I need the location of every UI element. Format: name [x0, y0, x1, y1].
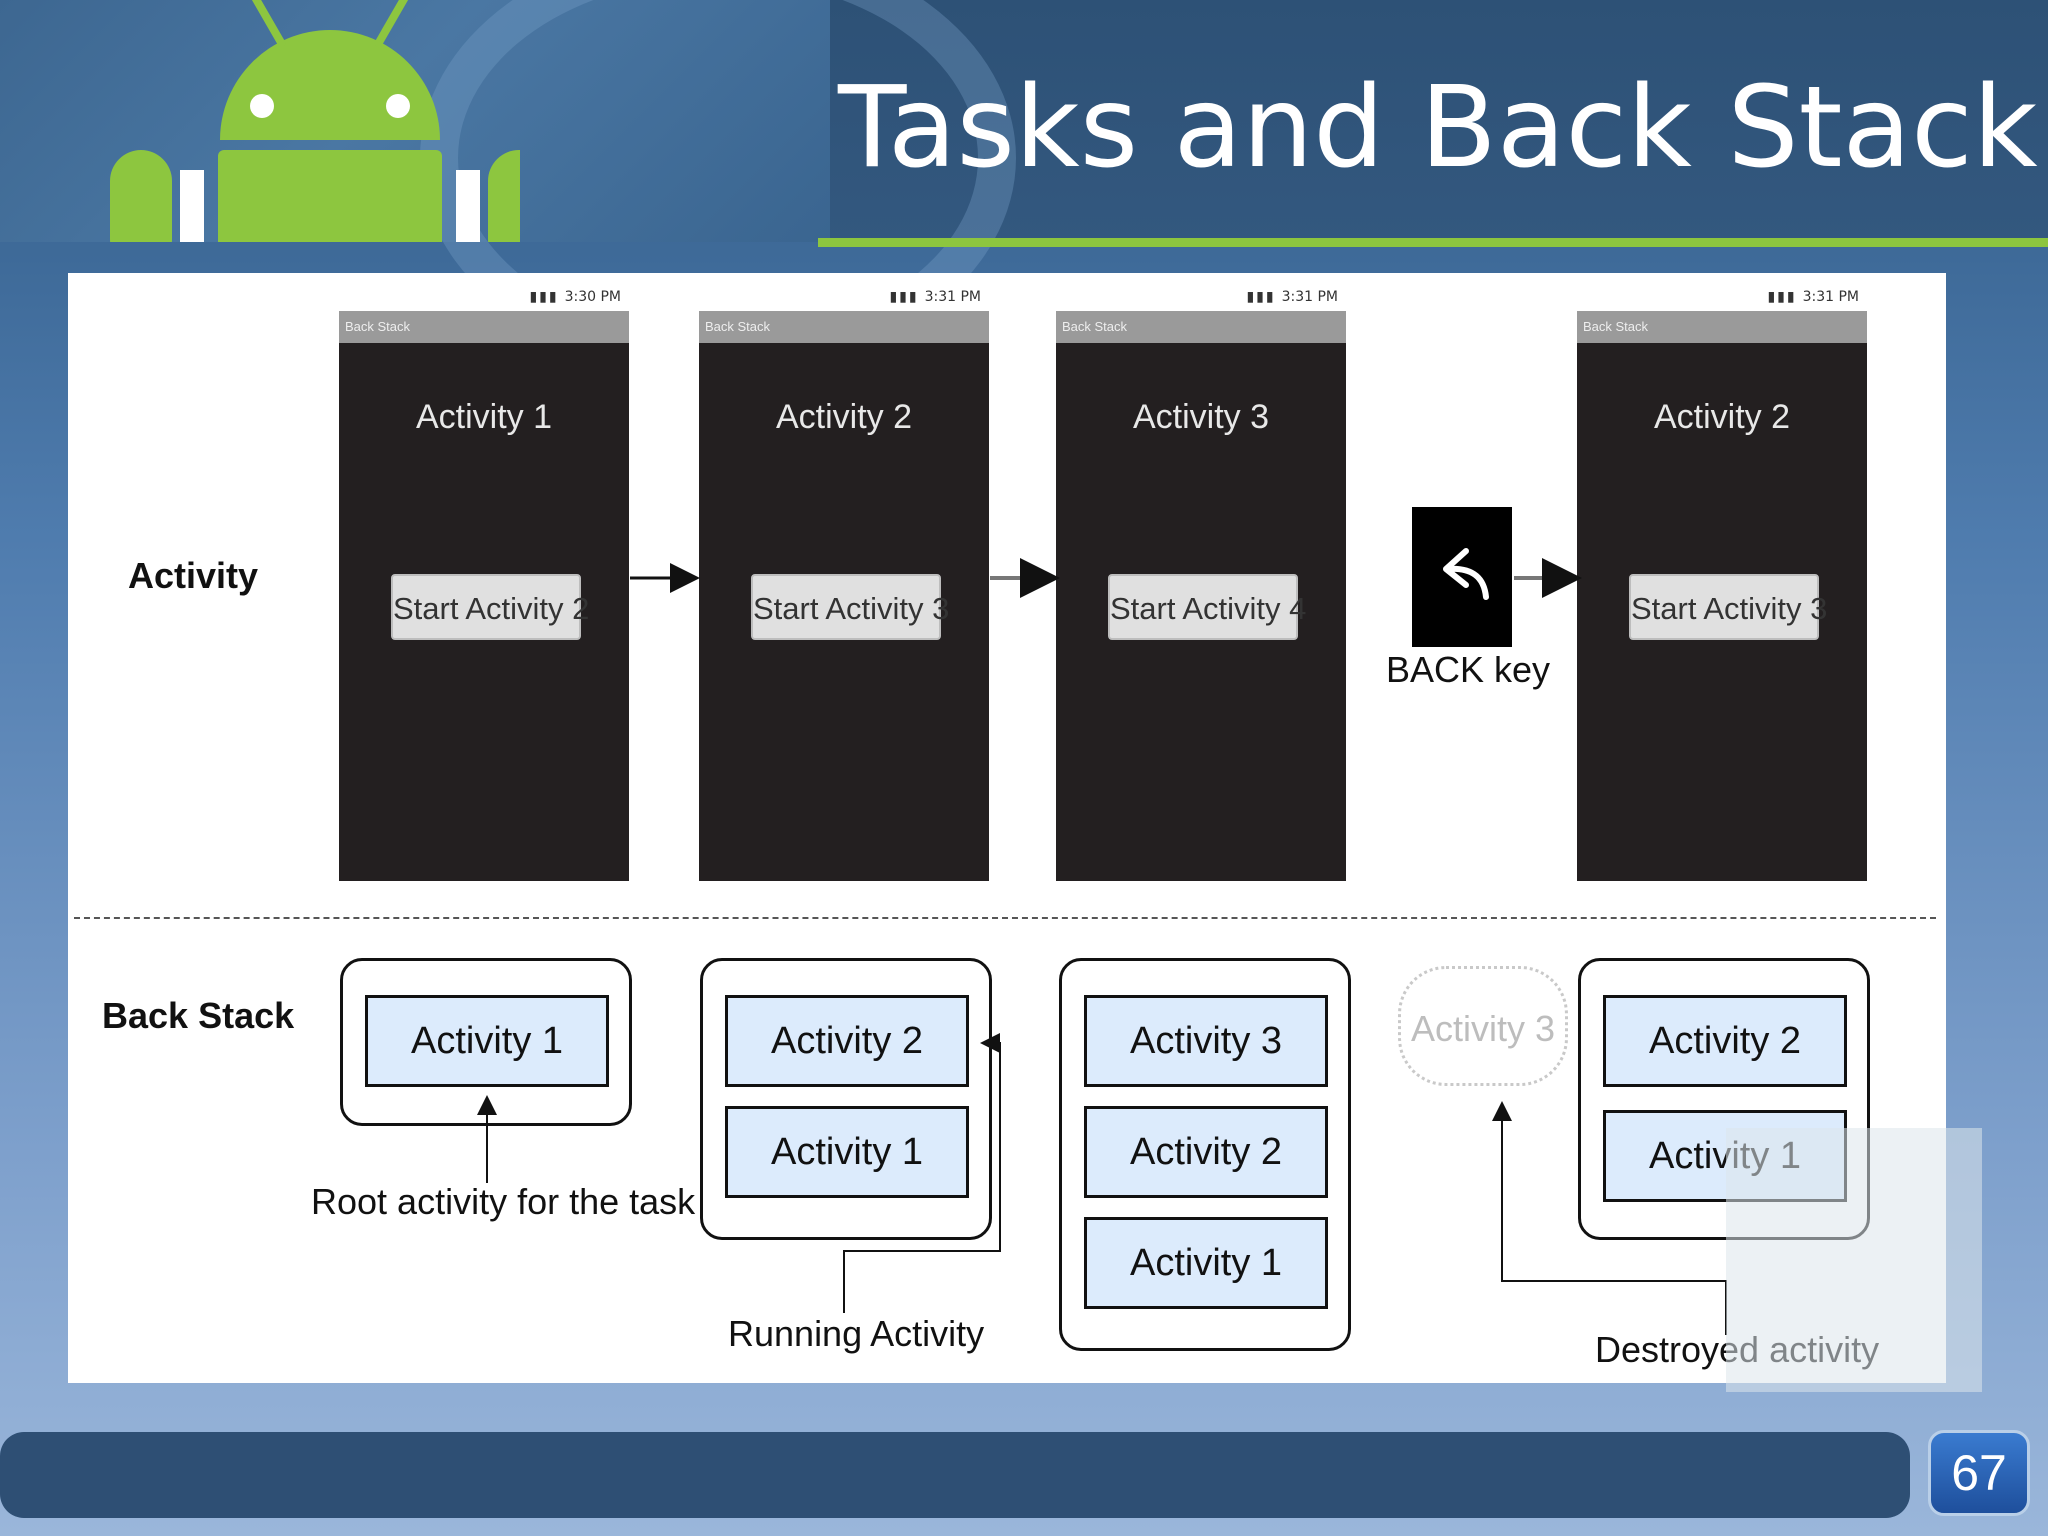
phone-screen-4: ▮▮▮ 3:31 PM Back Stack Activity 2 Start A…	[1577, 283, 1867, 881]
app-title-bar: Back Stack	[339, 311, 629, 343]
status-time: 3:31 PM	[1802, 289, 1859, 305]
start-activity-button[interactable]: Start Activity 3	[751, 574, 949, 640]
title-underline	[818, 238, 2048, 247]
activity-title: Activity 3	[1132, 398, 1270, 436]
status-bar: ▮▮▮ 3:30 PM	[339, 283, 629, 311]
status-icons-icon: ▮▮▮	[1767, 289, 1797, 305]
phone-screen-3: ▮▮▮ 3:31 PM Back Stack Activity 3 Start A…	[1056, 283, 1346, 881]
connector-layer	[477, 558, 1727, 1335]
status-time: 3:31 PM	[1281, 289, 1338, 305]
app-title-bar: Back Stack	[1056, 311, 1346, 343]
background-decoration	[1726, 1128, 1982, 1392]
phone-screen-2: ▮▮▮ 3:31 PM Back Stack Activity 2 Start A…	[699, 283, 989, 881]
destroyed-pointer-arrow-icon	[1492, 1101, 1727, 1335]
slide-title: Tasks and Back Stack	[838, 63, 2038, 193]
destroyed-activity-cloud: Activity 3	[1398, 966, 1568, 1086]
running-pointer-arrow-icon	[843, 1033, 1001, 1313]
activity-title: Activity 1	[415, 398, 553, 436]
stack-item: Activity 1	[1084, 1217, 1328, 1309]
stack-item: Activity 2	[1603, 995, 1847, 1087]
android-robot-icon	[110, 0, 520, 242]
back-arrow-icon	[1443, 548, 1489, 600]
status-icons-icon: ▮▮▮	[529, 289, 559, 305]
status-bar: ▮▮▮ 3:31 PM	[699, 283, 989, 311]
start-activity-button[interactable]: Start Activity 4	[1108, 574, 1306, 640]
stack-item: Activity 1	[365, 995, 609, 1087]
phone-screen-1: ▮▮▮ 3:30 PM Back Stack Activity 1 Start A…	[339, 283, 629, 881]
back-stack-2: Activity 2 Activity 1	[700, 958, 992, 1240]
page-number-badge: 67	[1928, 1430, 2030, 1516]
app-title-bar: Back Stack	[699, 311, 989, 343]
caption-running-activity: Running Activity	[728, 1313, 985, 1354]
start-activity-button[interactable]: Start Activity 3	[1629, 574, 1827, 640]
status-time: 3:31 PM	[924, 289, 981, 305]
stack-item: Activity 2	[725, 995, 969, 1087]
caption-root-activity: Root activity for the task	[311, 1181, 696, 1222]
row-label-activity: Activity	[128, 555, 259, 596]
slide-header: Tasks and Back Stack	[0, 0, 2048, 376]
stack-item: Activity 3	[1084, 995, 1328, 1087]
stack-item: Activity 2	[1084, 1106, 1328, 1198]
diagram-panel: Activity Back Stack ▮▮▮ 3:30 PM Back Stac…	[68, 273, 1946, 1383]
row-label-back-stack: Back Stack	[102, 995, 295, 1036]
section-divider	[74, 917, 1936, 919]
status-bar: ▮▮▮ 3:31 PM	[1577, 283, 1867, 311]
footer-bar	[0, 1432, 1910, 1518]
activity-title: Activity 2	[1653, 398, 1791, 436]
back-key-button[interactable]	[1412, 507, 1512, 647]
back-key-label: BACK key	[1386, 649, 1551, 690]
status-icons-icon: ▮▮▮	[1246, 289, 1276, 305]
status-time: 3:30 PM	[564, 289, 621, 305]
app-title-bar: Back Stack	[1577, 311, 1867, 343]
status-icons-icon: ▮▮▮	[889, 289, 919, 305]
status-bar: ▮▮▮ 3:31 PM	[1056, 283, 1346, 311]
start-activity-button[interactable]: Start Activity 2	[391, 574, 589, 640]
activity-title: Activity 2	[775, 398, 913, 436]
back-stack-3: Activity 3 Activity 2 Activity 1	[1059, 958, 1351, 1351]
stack-item: Activity 1	[725, 1106, 969, 1198]
